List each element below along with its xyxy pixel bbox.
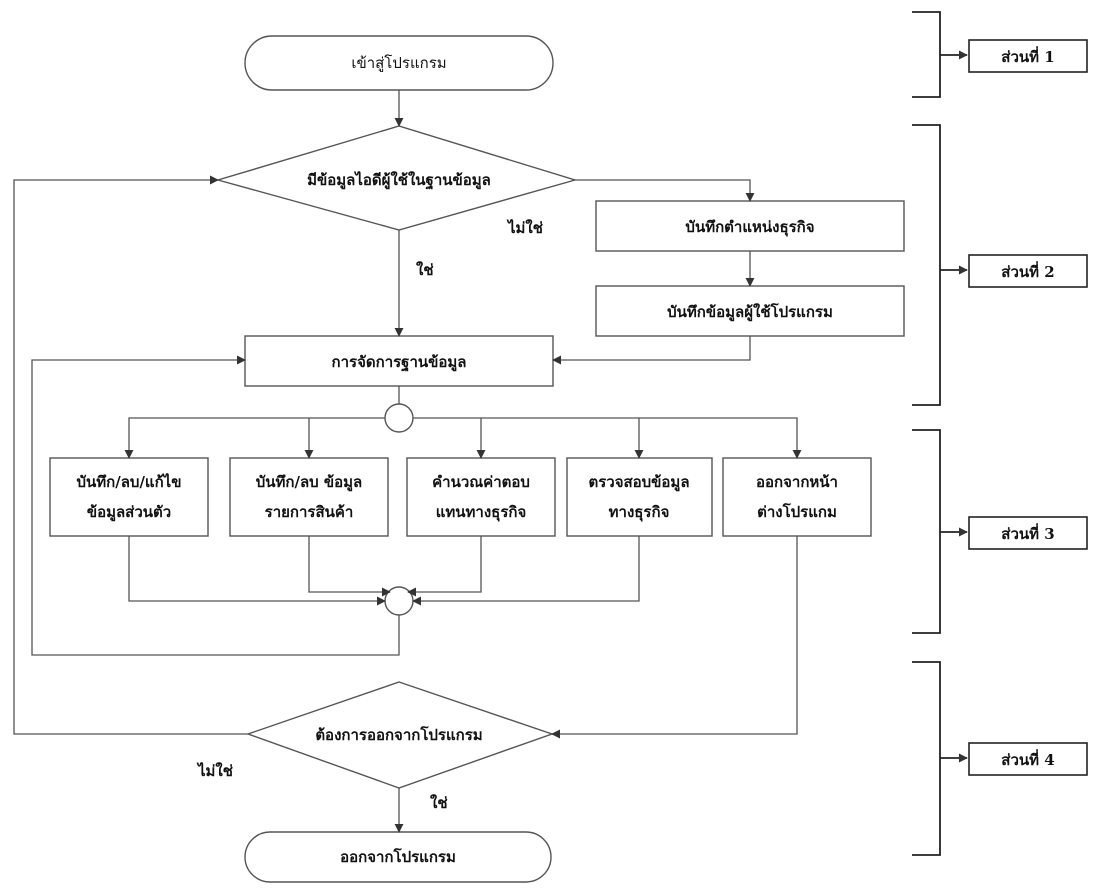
process-save-user-info: บันทึกข้อมูลผู้ใช้โปรแกรม <box>595 285 905 337</box>
option-box-1: บันทึก/ลบ/แก้ไข ข้อมูลส่วนตัว <box>49 457 209 537</box>
option-2-line1: บันทึก/ลบ ข้อมูล <box>256 473 363 492</box>
connector-merge <box>384 586 414 616</box>
process-db-management: การจัดการฐานข้อมูล <box>244 335 554 387</box>
section-bracket-3: ส่วนที่ 3 <box>912 429 1088 634</box>
option-3-line2: แทนทางธุรกิจ <box>436 503 527 522</box>
process-save-business-location: บันทึกตำแหน่งธุรกิจ <box>595 200 905 252</box>
section-2-label: ส่วนที่ 2 <box>1001 261 1054 281</box>
arrow-option-4-to-merge <box>412 536 640 606</box>
section-4-label: ส่วนที่ 4 <box>1001 749 1054 769</box>
option-1-line1: บันทึก/ลบ/แก้ไข <box>77 472 182 491</box>
decision-user-exists: มีข้อมูลไอดีผู้ใช้ในฐานข้อมูล <box>215 125 578 231</box>
no-label-1: ไม่ใช่ <box>506 218 543 237</box>
option-4-line1: ตรวจสอบข้อมูล <box>588 473 689 492</box>
arrow-split-to-option-5 <box>413 417 802 459</box>
section-bracket-1: ส่วนที่ 1 <box>912 11 1088 98</box>
arrow-no-to-save-location <box>575 179 755 202</box>
process-save-business-location-label: บันทึกตำแหน่งธุรกิจ <box>685 218 814 237</box>
arrow-exit-option-to-decision <box>551 536 798 739</box>
arrow-option-3-to-merge <box>407 536 482 597</box>
yes-label-1: ใช่ <box>416 261 434 279</box>
start-terminal: เข้าสู่โปรแกรม <box>244 35 554 91</box>
section-bracket-4: ส่วนที่ 4 <box>912 661 1088 856</box>
option-5-line2: ต่างโปรแกม <box>757 502 837 521</box>
arrow-split-to-option-1 <box>124 417 385 459</box>
decision-user-exists-label: มีข้อมูลไอดีผู้ใช้ในฐานข้อมูล <box>307 170 491 190</box>
arrow-option-2-to-merge <box>308 536 391 597</box>
arrow-merge-loop-to-db <box>31 355 400 656</box>
option-5-line1: ออกจากหน้า <box>756 473 838 491</box>
connector-split <box>384 403 414 433</box>
end-terminal-label: ออกจากโปรแกรม <box>340 847 456 866</box>
section-1-label: ส่วนที่ 1 <box>1001 46 1054 66</box>
option-1-line2: ข้อมูลส่วนตัว <box>87 503 171 522</box>
section-bracket-2: ส่วนที่ 2 <box>912 124 1088 406</box>
flow-connectors <box>13 90 802 833</box>
option-box-2: บันทึก/ลบ ข้อมูล รายการสินค้า <box>229 457 389 537</box>
option-box-4: ตรวจสอบข้อมูล ทางธุรกิจ <box>566 457 713 537</box>
yes-label-2: ใช่ <box>430 794 448 812</box>
process-db-management-label: การจัดการฐานข้อมูล <box>332 353 467 372</box>
option-3-line1: คำนวณค่าตอบ <box>432 473 530 491</box>
start-terminal-label: เข้าสู่โปรแกรม <box>351 54 446 72</box>
process-save-user-info-label: บันทึกข้อมูลผู้ใช้โปรแกรม <box>667 302 833 322</box>
option-box-3: คำนวณค่าตอบ แทนทางธุรกิจ <box>406 457 556 537</box>
option-2-line2: รายการสินค้า <box>265 503 354 521</box>
decision-exit-program: ต้องการออกจากโปรแกรม <box>245 681 555 789</box>
option-box-5: ออกจากหน้า ต่างโปรแกม <box>722 457 872 537</box>
end-terminal: ออกจากโปรแกรม <box>244 831 552 883</box>
arrow-no-loop-to-top <box>13 175 248 735</box>
no-label-2: ไม่ใช่ <box>196 761 233 780</box>
arrow-userinfo-to-db <box>552 336 751 365</box>
option-4-line2: ทางธุรกิจ <box>609 503 670 522</box>
decision-exit-program-label: ต้องการออกจากโปรแกรม <box>315 725 482 744</box>
arrow-option-1-to-merge <box>128 536 386 606</box>
section-3-label: ส่วนที่ 3 <box>1001 523 1054 543</box>
